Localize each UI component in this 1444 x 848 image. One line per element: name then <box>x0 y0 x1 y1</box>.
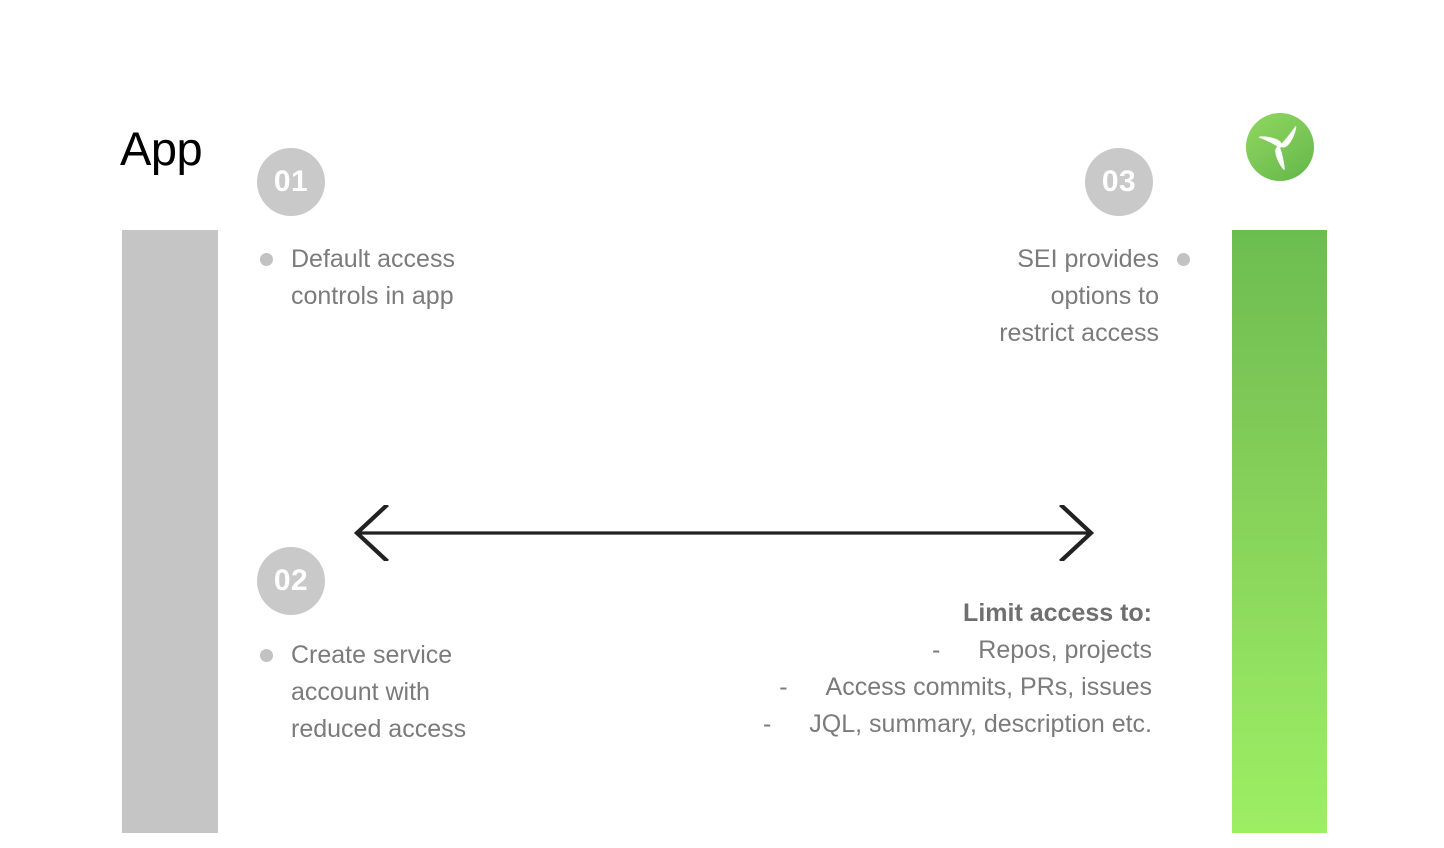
app-side-bar <box>122 230 218 833</box>
limit-access-item-label: Access commits, PRs, issues <box>825 673 1152 701</box>
harness-propeller-logo <box>1246 113 1314 181</box>
dash-marker: - <box>931 636 941 664</box>
step-text-02: Create service account with reduced acce… <box>260 637 466 748</box>
limit-access-item: - JQL, summary, description etc. <box>763 706 1152 743</box>
sei-side-bar <box>1232 230 1327 833</box>
dash-marker: - <box>779 673 788 701</box>
step-badge-01: 01 <box>257 148 325 216</box>
limit-access-item-label: Repos, projects <box>978 636 1152 664</box>
limit-access-heading: Limit access to: <box>963 599 1152 627</box>
double-headed-arrow-icon <box>348 505 1100 561</box>
step-label-01: Default access controls in app <box>291 245 455 310</box>
bullet-dot-icon <box>260 649 273 662</box>
dash-marker: - <box>762 710 772 738</box>
step-label-03: SEI provides options to restrict access <box>999 245 1159 347</box>
limit-access-list: Limit access to: - Repos, projects - Acc… <box>763 595 1152 743</box>
limit-access-item: - Access commits, PRs, issues <box>763 669 1152 706</box>
bullet-dot-icon <box>1177 253 1190 266</box>
step-text-01: Default access controls in app <box>260 241 455 315</box>
step-label-02: Create service account with reduced acce… <box>291 641 467 743</box>
limit-access-item: - Repos, projects <box>763 632 1152 669</box>
step-text-03: SEI provides options to restrict access <box>999 241 1190 352</box>
page-title: App <box>120 122 203 175</box>
step-badge-02: 02 <box>257 547 325 615</box>
step-badge-03: 03 <box>1085 148 1153 216</box>
limit-access-item-label: JQL, summary, description etc. <box>809 710 1152 738</box>
bullet-dot-icon <box>260 253 273 266</box>
